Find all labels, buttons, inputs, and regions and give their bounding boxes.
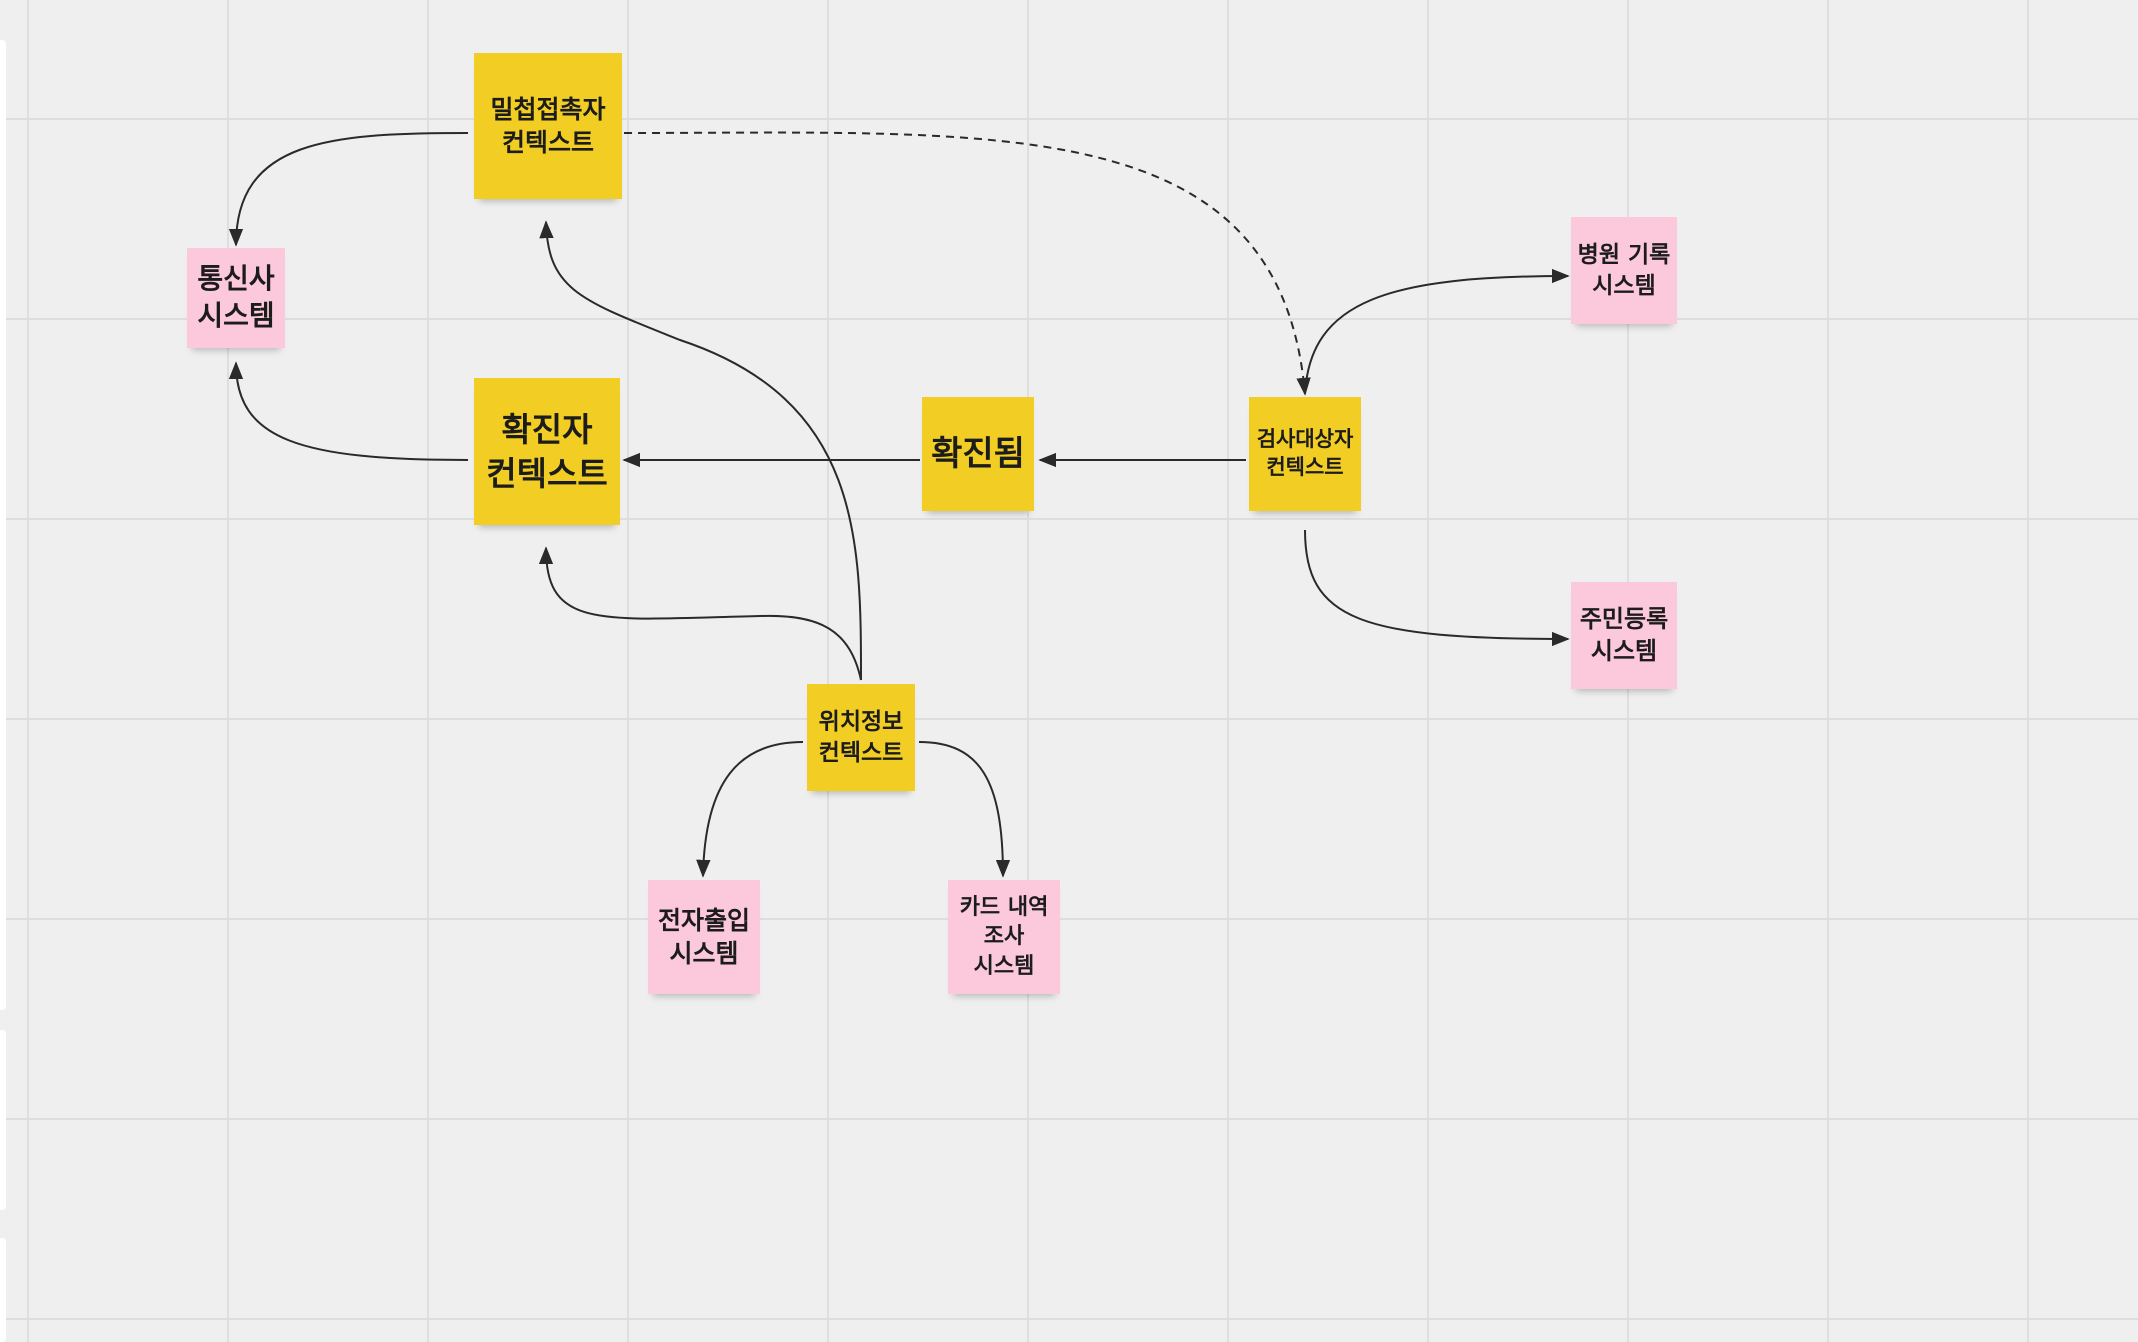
connector-confirmed-to-telecom[interactable]	[228, 361, 469, 461]
sticky-confirmed-context[interactable]: 확진자 컨텍스트	[474, 378, 620, 525]
sticky-card-history-system[interactable]: 카드 내역 조사 시스템	[948, 880, 1060, 994]
left-panel-edge	[0, 40, 6, 1010]
sticky-hospital-record-system[interactable]: 병원 기록 시스템	[1571, 217, 1677, 324]
connector-location-to-confirmed-ctx[interactable]	[538, 546, 862, 681]
connector-location-to-close-contact[interactable]	[539, 220, 862, 681]
sticky-confirmed-event[interactable]: 확진됨	[922, 397, 1034, 511]
connector-location-to-access[interactable]	[696, 741, 804, 878]
connector-close-contact-to-test-target[interactable]	[623, 131, 1311, 396]
sticky-location-context[interactable]: 위치정보 컨텍스트	[807, 684, 915, 791]
sticky-resident-registration-system[interactable]: 주민등록 시스템	[1571, 582, 1677, 689]
connector-close-contact-to-telecom[interactable]	[228, 132, 469, 247]
sticky-telecom-system[interactable]: 통신사 시스템	[187, 248, 285, 348]
sticky-test-target-context[interactable]: 검사대상자 컨텍스트	[1249, 397, 1361, 511]
connector-test-target-to-hospital[interactable]	[1304, 268, 1570, 395]
sticky-close-contact-context[interactable]: 밀첩접촉자 컨텍스트	[474, 53, 622, 199]
left-panel-edge	[0, 1030, 6, 1210]
connector-location-to-card[interactable]	[918, 741, 1011, 878]
sticky-electronic-access-system[interactable]: 전자출입 시스템	[648, 880, 760, 994]
left-panel-edge	[0, 1238, 6, 1342]
connector-test-target-to-resident[interactable]	[1304, 529, 1570, 647]
